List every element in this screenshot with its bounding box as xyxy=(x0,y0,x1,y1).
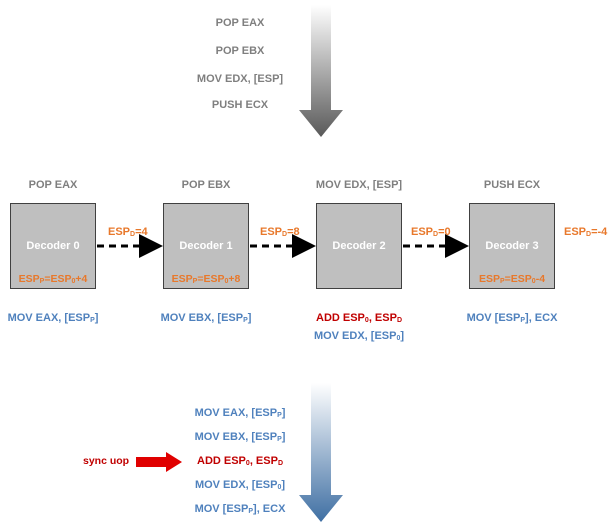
decoder-uops-2: ADD ESP0, ESPD MOV EDX, [ESP0] xyxy=(289,311,429,347)
top-instr-0: POP EAX xyxy=(215,17,265,29)
esp-d-label-2: ESPD=0 xyxy=(411,226,451,238)
decoder-1: Decoder 1 ESPP=ESP0+8 xyxy=(163,203,249,289)
esp-d-label-1: ESPD=8 xyxy=(260,226,300,238)
decoder-0: Decoder 0 ESPP=ESP0+4 xyxy=(10,203,96,289)
uop-line: MOV [ESPP], ECX xyxy=(466,312,558,324)
decoder-name: Decoder 3 xyxy=(485,240,539,252)
decoder-3: Decoder 3 ESPP=ESP0-4 xyxy=(469,203,555,289)
decoder-uops-3: MOV [ESPP], ECX xyxy=(442,311,582,329)
decoder-name: Decoder 1 xyxy=(179,240,233,252)
esp-d-label-3: ESPD=-4 xyxy=(564,226,608,238)
decoder-name: Decoder 2 xyxy=(332,240,386,252)
uop-line: MOV EAX, [ESPP] xyxy=(7,312,99,324)
sync-uop-arrow xyxy=(136,452,182,472)
decoder-uops-1: MOV EBX, [ESPP] xyxy=(136,311,276,329)
esp-p-formula: ESPP=ESP0+4 xyxy=(18,273,88,285)
bottom-uop-list: MOV EAX, [ESPP] MOV EBX, [ESPP] ADD ESP0, … xyxy=(180,406,300,526)
decoder-caption-3: PUSH ECX xyxy=(483,179,541,191)
top-instr-3: PUSH ECX xyxy=(211,99,269,111)
top-instr-1: POP EBX xyxy=(215,45,265,57)
uop-line: MOV EDX, [ESP0] xyxy=(313,330,405,342)
bottom-uop-1: MOV EBX, [ESPP] xyxy=(194,431,286,443)
decoder-caption-0: POP EAX xyxy=(28,179,78,191)
bottom-uop-2: ADD ESP0, ESPD xyxy=(197,455,283,467)
sync-uop-label: sync uop xyxy=(83,455,130,467)
bottom-uop-4: MOV [ESPP], ECX xyxy=(194,503,286,515)
decoder-caption-2: MOV EDX, [ESP] xyxy=(315,179,403,191)
decoder-uops-0: MOV EAX, [ESPP] xyxy=(0,311,123,329)
decoder-caption-1: POP EBX xyxy=(181,179,231,191)
esp-p-formula: ESPP=ESP0+8 xyxy=(171,273,241,285)
decoder-name: Decoder 0 xyxy=(26,240,80,252)
decoder-2: Decoder 2 xyxy=(316,203,402,289)
top-instr-2: MOV EDX, [ESP] xyxy=(196,73,284,85)
bottom-uop-0: MOV EAX, [ESPP] xyxy=(194,407,286,419)
bottom-flow-arrow xyxy=(299,383,343,522)
esp-p-formula: ESPP=ESP0-4 xyxy=(478,273,546,285)
uop-line: ADD ESP0, ESPD xyxy=(316,312,402,324)
uop-line: MOV EBX, [ESPP] xyxy=(160,312,252,324)
esp-d-label-0: ESPD=4 xyxy=(108,226,148,238)
bottom-uop-3: MOV EDX, [ESP0] xyxy=(194,479,286,491)
top-flow-arrow xyxy=(299,5,343,137)
